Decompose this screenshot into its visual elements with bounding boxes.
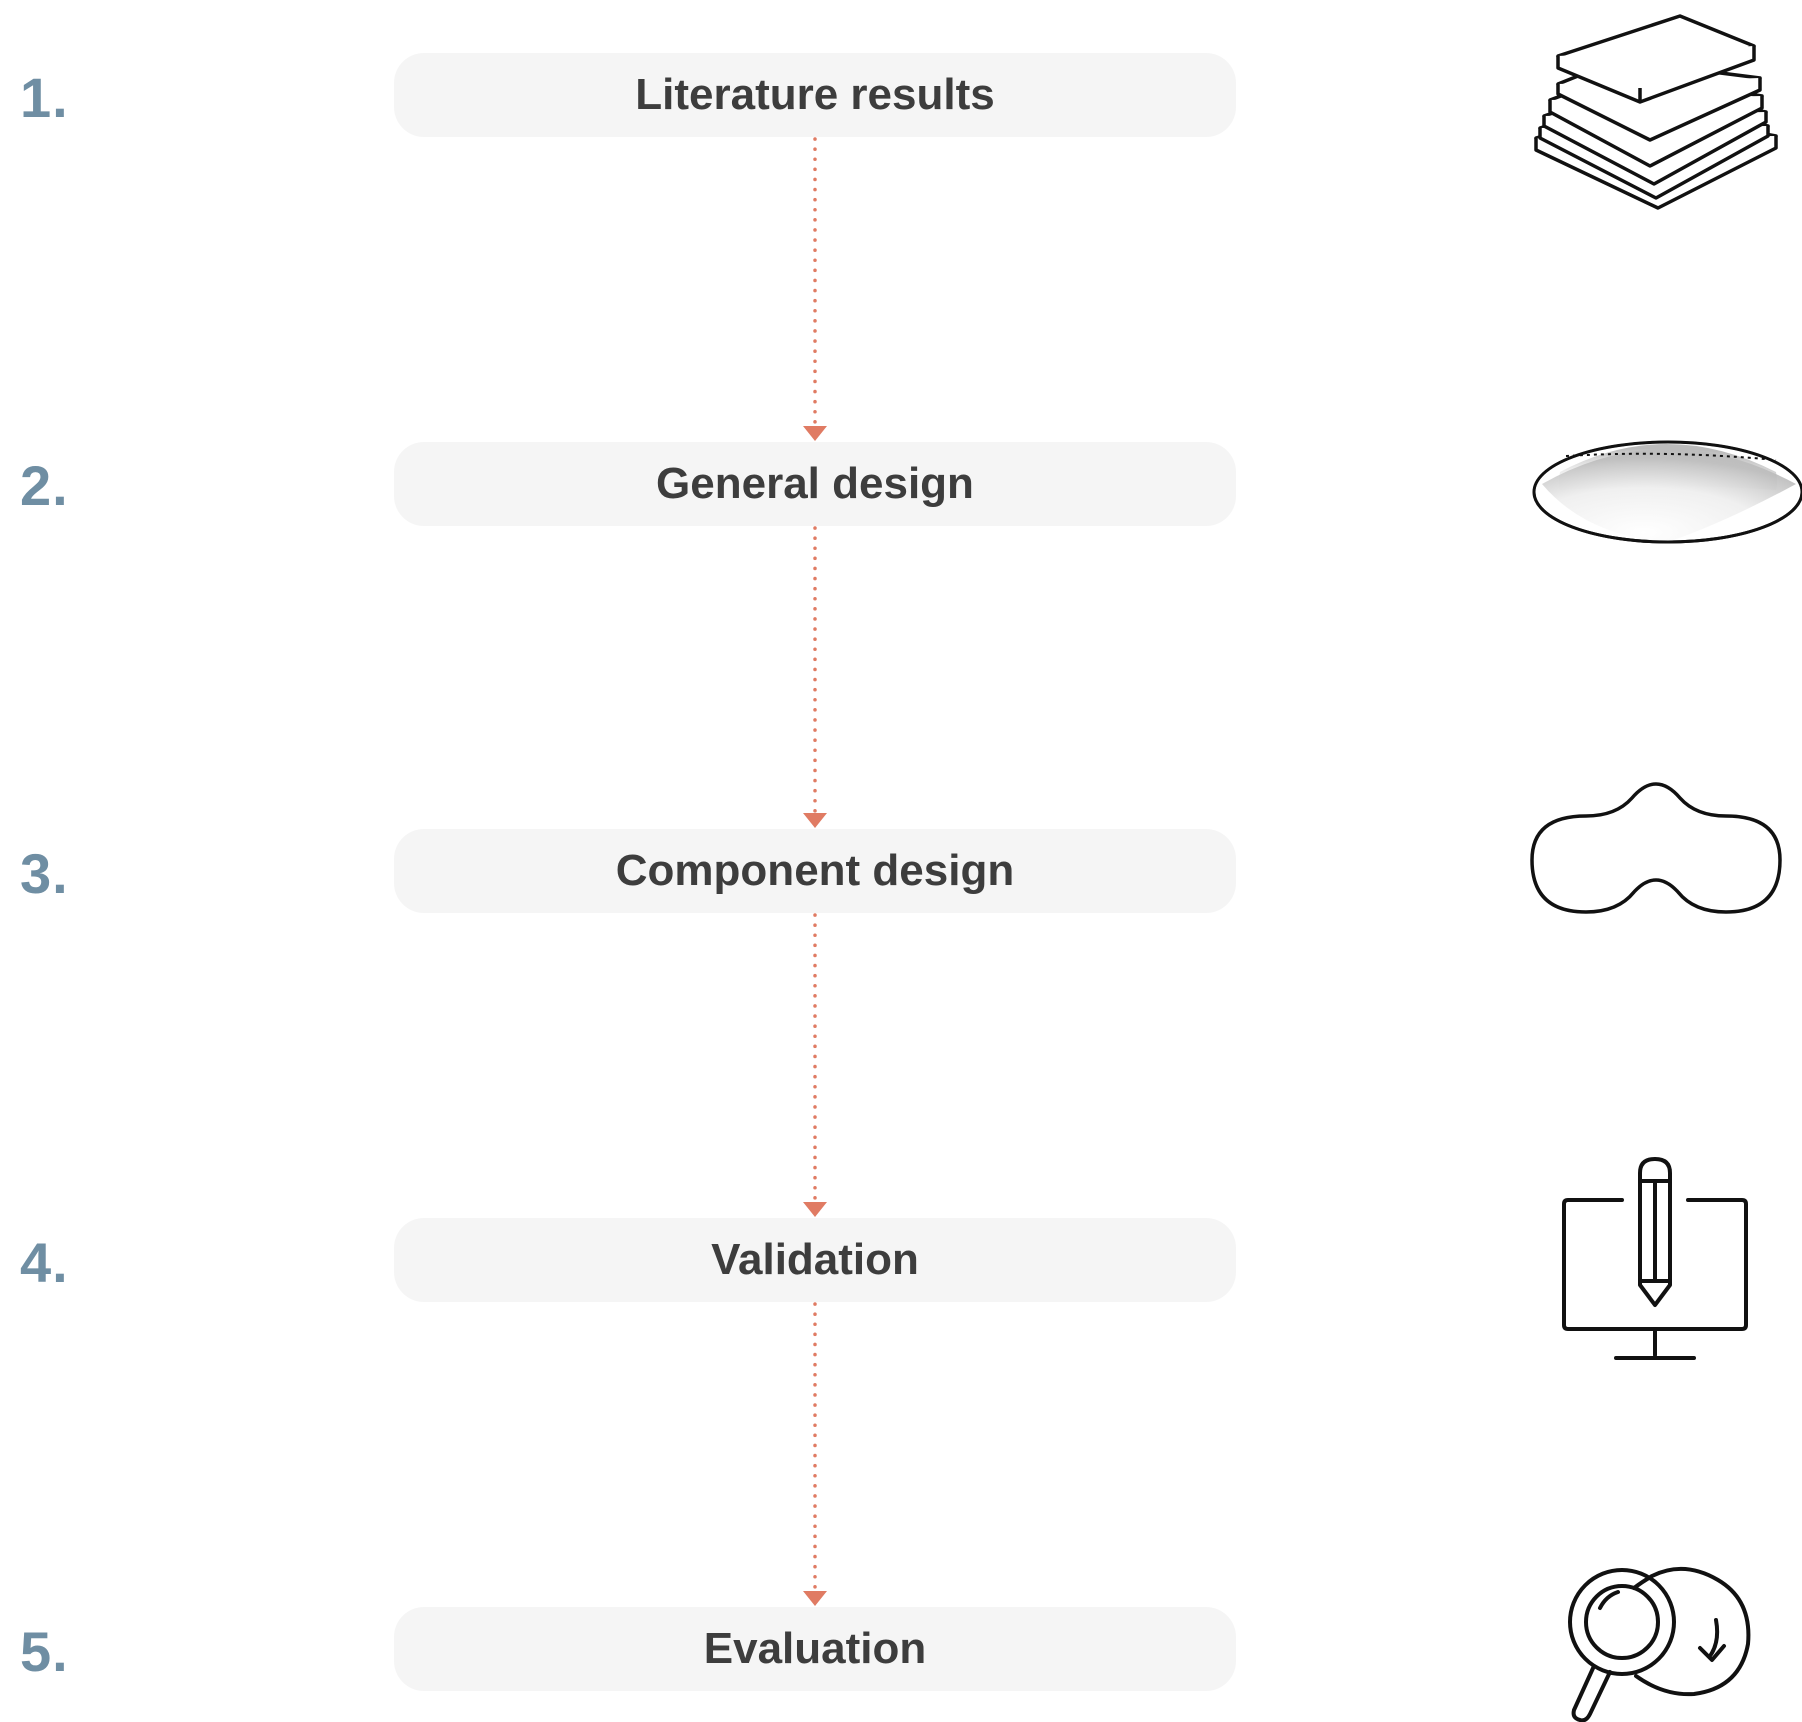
dome-shell-icon [1532, 440, 1802, 544]
step-box-general-design: General design [394, 442, 1236, 526]
bilobed-shape-icon [1530, 782, 1782, 914]
books-stack-icon [1534, 14, 1778, 210]
step-number-2: 2. [20, 454, 69, 517]
connector-arrow-4-5 [803, 1302, 827, 1606]
step-box-literature-results: Literature results [394, 53, 1236, 137]
step-number-4: 4. [20, 1231, 69, 1294]
monitor-pencil-icon [1562, 1157, 1748, 1360]
connector-arrow-1-2 [803, 137, 827, 441]
step-box-validation: Validation [394, 1218, 1236, 1302]
step-box-component-design: Component design [394, 829, 1236, 913]
connector-arrow-2-3 [803, 526, 827, 828]
step-number-3: 3. [20, 842, 69, 905]
step-box-evaluation: Evaluation [394, 1607, 1236, 1691]
magnifier-cycle-icon [1568, 1566, 1751, 1722]
step-number-1: 1. [20, 66, 69, 129]
connector-arrow-3-4 [803, 913, 827, 1217]
step-number-5: 5. [20, 1620, 69, 1683]
